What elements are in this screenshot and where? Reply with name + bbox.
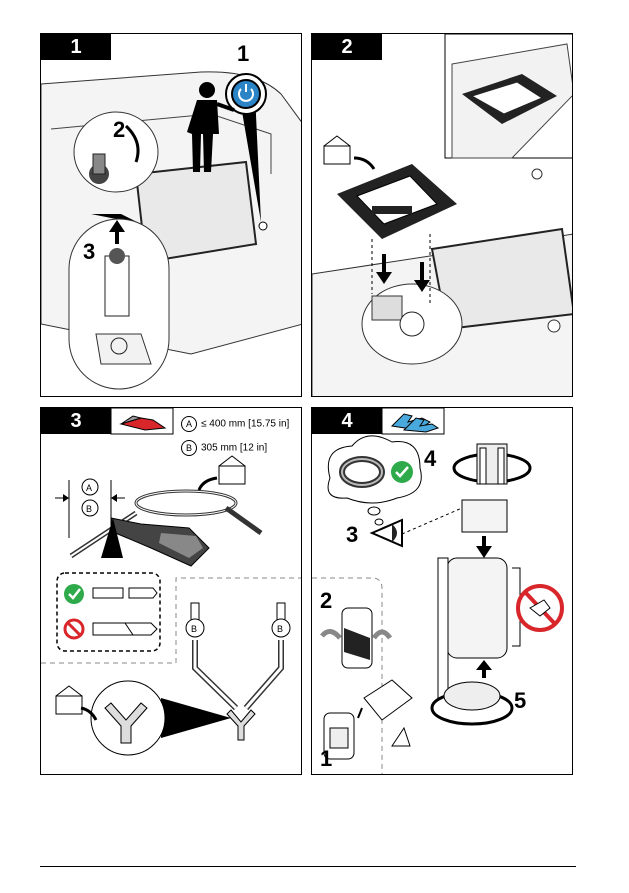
svg-text:B: B [86,504,92,514]
panel-step-3: 3 A B [40,407,302,775]
callout-1: 1 [237,41,249,66]
panel-step-2: 2 [311,33,573,397]
callout-5: 5 [514,688,526,713]
step-number-4: 4 [312,408,382,434]
panel-step-4: 4 [311,407,573,775]
svg-text:A: A [86,483,92,493]
callout-2: 2 [320,588,332,613]
instrument-power-illustration: 1 2 3 [41,41,301,390]
step-number-2: 2 [312,34,382,60]
callout-3: 3 [346,522,358,547]
callout-1: 1 [320,746,332,771]
footer-rule [40,866,576,867]
step-number-1: 1 [41,34,111,60]
callout-4: 4 [424,446,437,471]
svg-text:B: B [277,624,283,634]
step-number-3: 3 [41,408,111,434]
dimension-a-label: A≤ 400 mm [15.75 in] [181,416,289,432]
callout-2: 2 [113,117,125,142]
callout-3: 3 [83,239,95,264]
panel-step-1: 1 1 2 3 [40,33,302,397]
cover-installation-illustration [312,34,572,396]
tubing-cut-illustration: A B B B [41,408,301,756]
svg-text:B: B [191,624,197,634]
reservoir-assembly-illustration: 4 3 2 1 5 [312,408,564,774]
